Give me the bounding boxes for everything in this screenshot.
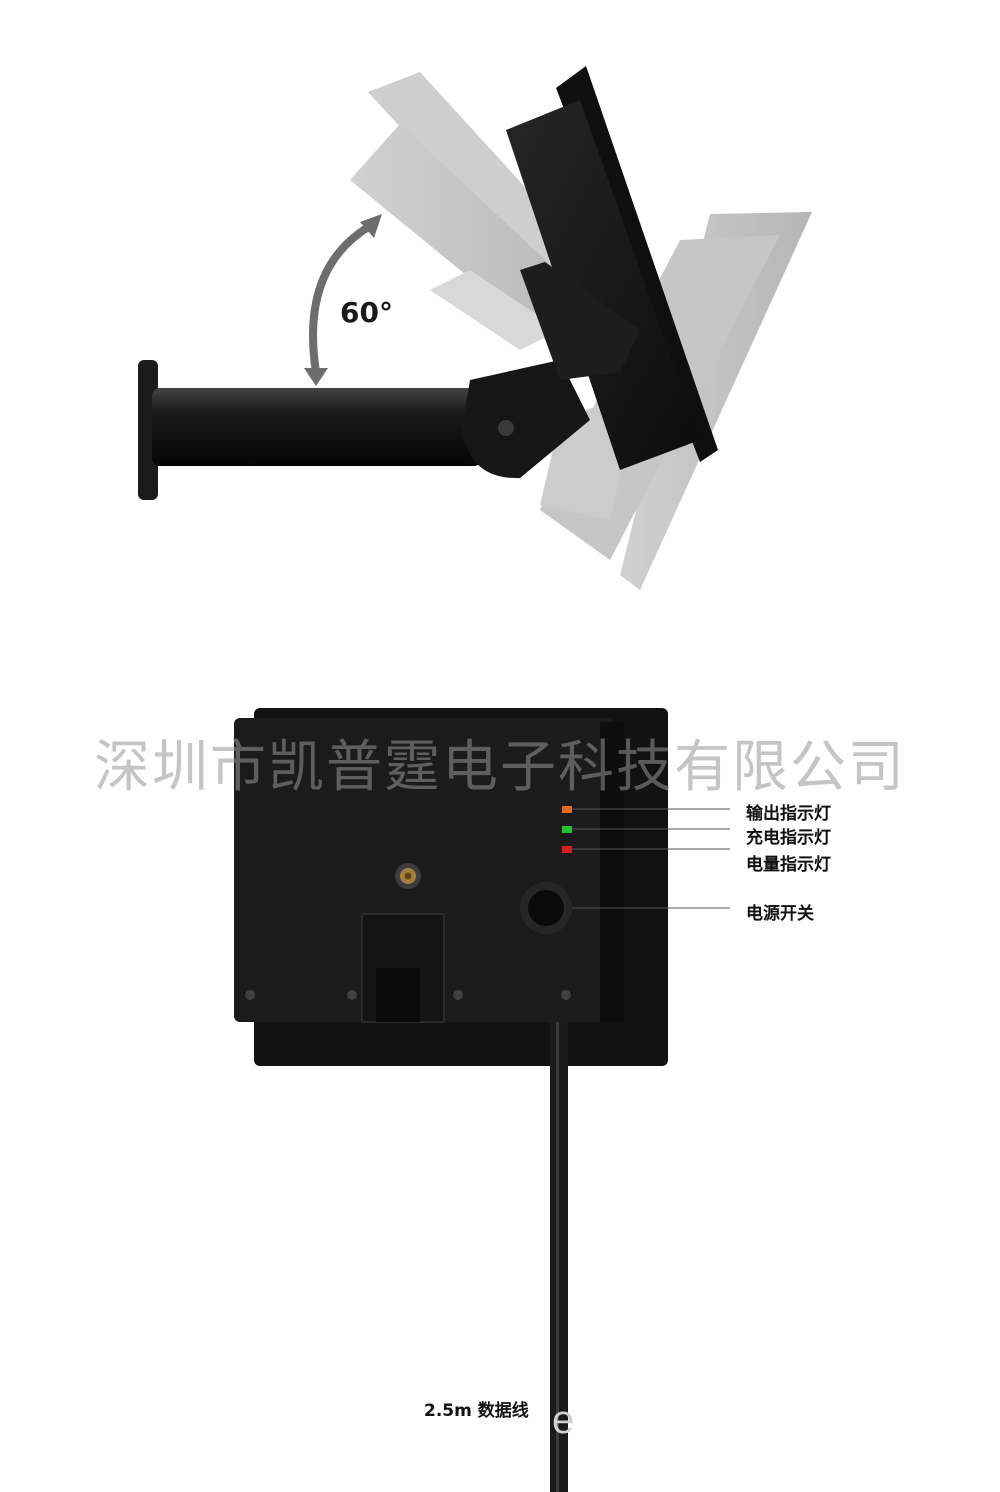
battery-indicator-label: 电量指示灯 <box>746 855 831 875</box>
charge-indicator-led <box>562 826 572 833</box>
output-indicator-led <box>562 806 572 813</box>
screen-bracket <box>520 262 640 380</box>
cable-highlight <box>556 1022 559 1492</box>
pivot-joint <box>462 360 590 479</box>
device-back-illustration <box>234 708 730 1492</box>
arrow-head-up <box>360 214 382 238</box>
cable-length-label: 2.5m 数据线 <box>424 1401 529 1421</box>
screw-hole <box>561 990 571 1000</box>
arrow-head-down <box>304 368 328 386</box>
device-side-edge <box>600 722 624 1022</box>
screw-hole <box>453 990 463 1000</box>
pivot-screw-hole <box>498 420 514 436</box>
charge-indicator-label: 充电指示灯 <box>746 828 831 848</box>
stray-letter: e <box>552 1398 575 1442</box>
power-switch-label: 电源开关 <box>746 904 814 924</box>
bracket-notch <box>376 968 420 1022</box>
battery-indicator-led <box>562 846 572 853</box>
tilt-arc-arrow <box>309 222 373 373</box>
mount-insert-core <box>404 872 412 880</box>
mount-arm <box>152 388 482 466</box>
power-switch <box>528 890 564 926</box>
screw-hole <box>245 990 255 1000</box>
device-back-cover <box>234 718 614 1022</box>
tilt-angle-label: 60° <box>340 296 393 329</box>
swivel-mount-illustration <box>138 66 812 590</box>
screw-hole <box>347 990 357 1000</box>
company-watermark: 深圳市凯普霆电子科技有限公司 <box>94 735 906 800</box>
output-indicator-label: 输出指示灯 <box>746 804 831 824</box>
tilted-screen-back <box>506 100 700 470</box>
